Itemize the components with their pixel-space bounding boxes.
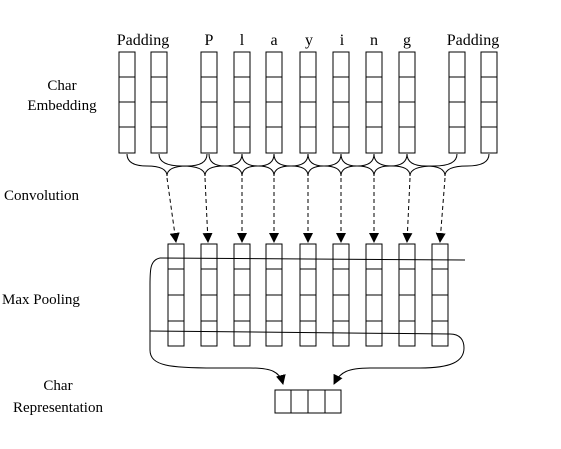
- conv-arrow: [435, 177, 446, 243]
- conv-arrow: [166, 177, 180, 243]
- token-label-padding-left: Padding: [117, 32, 169, 49]
- conv-arrow: [402, 177, 413, 243]
- convolution-arrows: [166, 177, 446, 243]
- conv-window-brace: [126, 153, 208, 177]
- token-label-n: n: [370, 32, 378, 49]
- conv-window-brace: [158, 153, 243, 177]
- feature-column: [299, 243, 317, 347]
- label-char-representation-line2: Representation: [13, 400, 103, 416]
- max-pooling-lines: [149, 257, 466, 335]
- token-label-l: l: [240, 32, 245, 49]
- convolution-braces: [126, 153, 490, 177]
- conv-window-brace: [208, 153, 275, 177]
- label-convolution: Convolution: [4, 188, 80, 204]
- embedding-column: [480, 51, 498, 154]
- embedding-column: [233, 51, 251, 154]
- feature-column: [200, 243, 218, 347]
- feature-map-columns: [167, 243, 449, 347]
- max-pooling-brace: [149, 257, 465, 385]
- embedding-column: [265, 51, 283, 154]
- feature-column: [265, 243, 283, 347]
- embedding-column: [150, 51, 168, 154]
- conv-window-brace: [340, 153, 408, 177]
- token-label-g: g: [403, 32, 411, 49]
- feature-column: [233, 243, 251, 347]
- embedding-column: [398, 51, 416, 154]
- token-label-p: P: [205, 32, 214, 49]
- conv-window-brace: [307, 153, 375, 177]
- conv-window-brace: [273, 153, 342, 177]
- label-char-representation-line1: Char: [43, 378, 72, 394]
- feature-column: [332, 243, 350, 347]
- pooling-brace-left: [149, 257, 286, 385]
- embedding-column: [299, 51, 317, 154]
- feature-column: [365, 243, 383, 347]
- token-labels: Padding P l a y i n g Padding: [117, 32, 499, 49]
- token-label-y: y: [305, 32, 313, 49]
- embedding-columns: [118, 51, 498, 154]
- char-representation-vector: [274, 389, 342, 414]
- feature-column: [167, 243, 185, 347]
- label-char-embedding-line2: Embedding: [27, 98, 97, 114]
- embedding-column: [118, 51, 136, 154]
- conv-window-brace: [241, 153, 309, 177]
- token-label-padding-right: Padding: [447, 32, 499, 49]
- feature-column: [398, 243, 416, 347]
- token-label-i: i: [340, 32, 345, 49]
- conv-window-brace: [406, 153, 490, 177]
- token-label-a: a: [270, 32, 277, 49]
- embedding-column: [365, 51, 383, 154]
- pooling-row-line: [159, 257, 466, 261]
- label-max-pooling: Max Pooling: [2, 292, 80, 308]
- embedding-column: [332, 51, 350, 154]
- conv-arrow: [202, 177, 213, 243]
- pooling-row-line: [149, 330, 451, 335]
- embedding-column: [200, 51, 218, 154]
- feature-column: [431, 243, 449, 347]
- pooling-brace-right: [333, 333, 465, 385]
- conv-window-brace: [373, 153, 458, 177]
- embedding-column: [448, 51, 466, 154]
- label-char-embedding-line1: Char: [47, 78, 76, 94]
